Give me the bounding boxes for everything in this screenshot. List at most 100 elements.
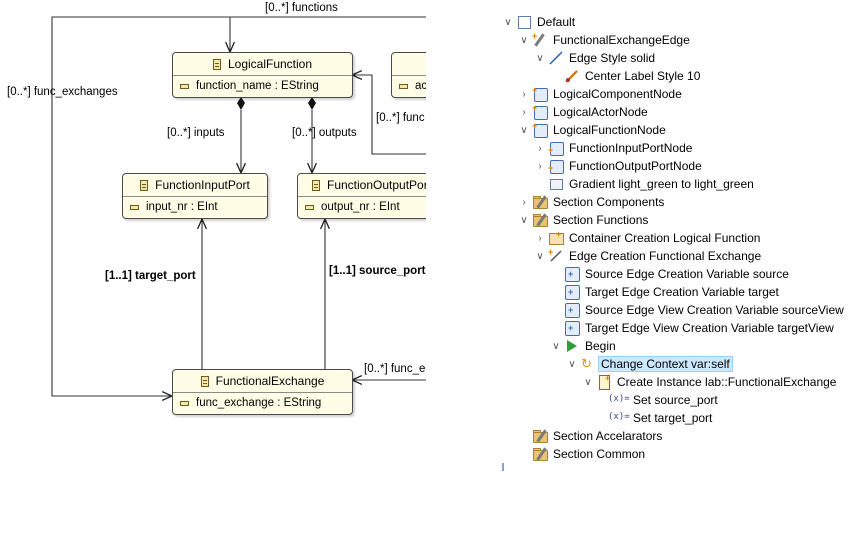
tree-item-source-edge-view-creation-variable[interactable]: + Source Edge View Creation Variable sou… bbox=[564, 301, 846, 319]
functions-label[interactable]: [0..*] functions bbox=[265, 2, 338, 14]
functions-edge bbox=[230, 16, 426, 52]
eattribute-icon bbox=[305, 204, 314, 210]
eattribute-icon bbox=[180, 83, 189, 89]
class-header: LogicalFunction bbox=[173, 53, 352, 76]
source-port-label[interactable]: [1..1] source_port bbox=[329, 265, 426, 277]
chevron-down-icon[interactable]: ∨ bbox=[520, 124, 528, 136]
chevron-down-icon[interactable]: ∨ bbox=[568, 358, 576, 370]
tree-item-function-output-port-node[interactable]: › + FunctionOutputPortNode bbox=[532, 157, 704, 175]
play-icon bbox=[564, 338, 580, 354]
tree-item-label: LogicalActorNode bbox=[553, 105, 648, 119]
chevron-down-icon[interactable]: ∨ bbox=[552, 340, 560, 352]
tree-item-target-edge-creation-variable[interactable]: + Target Edge Creation Variable target bbox=[564, 283, 781, 301]
tree-item-logical-function-node[interactable]: ∨ + LogicalFunctionNode bbox=[516, 121, 668, 139]
tree-item-target-edge-view-creation-variable[interactable]: + Target Edge View Creation Variable tar… bbox=[564, 319, 836, 337]
tree-item-section-functions[interactable]: ∨ Section Functions bbox=[516, 211, 650, 229]
logical-function-class[interactable]: LogicalFunction function_name : EString bbox=[172, 52, 353, 98]
variable-icon: + bbox=[564, 266, 580, 282]
functional-exchange-class[interactable]: FunctionalExchange func_exchange : EStri… bbox=[172, 369, 353, 415]
node-mapping-icon: + bbox=[532, 86, 548, 102]
chevron-down-icon[interactable]: ∨ bbox=[584, 376, 592, 388]
inputs-label[interactable]: [0..*] inputs bbox=[167, 127, 225, 139]
tree-item-logical-actor-node[interactable]: › + LogicalActorNode bbox=[516, 103, 650, 121]
function-input-port-class[interactable]: FunctionInputPort input_nr : EInt bbox=[122, 173, 268, 219]
class-attribute[interactable]: input_nr : EInt bbox=[123, 197, 267, 217]
tree-item-label: FunctionOutputPortNode bbox=[569, 159, 702, 173]
tree-item-label: Edge Creation Functional Exchange bbox=[569, 249, 762, 263]
tree-item-logical-component-node[interactable]: › + LogicalComponentNode bbox=[516, 85, 684, 103]
tree-item-edge-style-solid[interactable]: ∨ Edge Style solid bbox=[532, 49, 657, 67]
chevron-right-icon[interactable]: › bbox=[538, 142, 542, 154]
chevron-down-icon[interactable]: ∨ bbox=[536, 52, 544, 64]
function-output-port-class[interactable]: FunctionOutputPort output_nr : EInt bbox=[297, 173, 426, 219]
chevron-right-icon[interactable]: › bbox=[522, 88, 526, 100]
tree-item-label: FunctionInputPortNode bbox=[569, 141, 693, 155]
gradient-style-icon bbox=[548, 176, 564, 192]
tree-item-functional-exchange-edge[interactable]: ∨ + FunctionalExchangeEdge bbox=[516, 31, 692, 49]
class-header: FunctionalExchange bbox=[173, 370, 352, 393]
tree-item-create-instance[interactable]: ∨ + Create Instance lab::FunctionalExcha… bbox=[580, 373, 838, 391]
tree-item-label: FunctionalExchangeEdge bbox=[553, 33, 690, 47]
tree-item-section-components[interactable]: › Section Components bbox=[516, 193, 666, 211]
chevron-down-icon[interactable]: ∨ bbox=[504, 16, 512, 28]
chevron-right-icon[interactable]: › bbox=[538, 232, 542, 244]
edge-creation-icon: + bbox=[548, 248, 564, 264]
tree-item-center-label-style[interactable]: Center Label Style 10 bbox=[564, 67, 702, 85]
tree-item-default[interactable]: ∨ Default bbox=[500, 13, 577, 31]
bordered-node-icon: + bbox=[548, 158, 564, 174]
attribute-text: output_nr : EInt bbox=[321, 201, 400, 213]
bordered-node-icon: + bbox=[548, 140, 564, 156]
func-right-edge bbox=[352, 75, 426, 155]
class-attribute[interactable]: ac bbox=[392, 76, 426, 96]
inputs-composition-diamond bbox=[237, 97, 245, 110]
tree-item-set-target-port[interactable]: (x)= Set target_port bbox=[608, 409, 714, 427]
diagram-edges bbox=[51, 16, 426, 470]
layer-icon bbox=[516, 14, 532, 30]
tree-guide-line bbox=[502, 463, 504, 471]
tool-section-icon bbox=[532, 428, 548, 444]
node-mapping-icon: + bbox=[532, 104, 548, 120]
func-e-label[interactable]: [0..*] func_e bbox=[364, 363, 426, 375]
tool-section-icon bbox=[532, 194, 548, 210]
tree-item-source-edge-creation-variable[interactable]: + Source Edge Creation Variable source bbox=[564, 265, 791, 283]
func-right-label[interactable]: [0..*] func bbox=[376, 112, 425, 124]
outputs-label[interactable]: [0..*] outputs bbox=[292, 127, 357, 139]
eclass-icon bbox=[312, 179, 320, 191]
chevron-right-icon[interactable]: › bbox=[522, 106, 526, 118]
chevron-down-icon[interactable]: ∨ bbox=[520, 214, 528, 226]
tree-item-container-creation[interactable]: › + Container Creation Logical Function bbox=[532, 229, 762, 247]
partial-class[interactable]: ac bbox=[391, 52, 426, 98]
tree-item-edge-creation[interactable]: ∨ + Edge Creation Functional Exchange bbox=[532, 247, 763, 265]
eattribute-icon bbox=[180, 400, 189, 406]
chevron-right-icon[interactable]: › bbox=[522, 196, 526, 208]
target-port-label[interactable]: [1..1] target_port bbox=[105, 270, 196, 282]
class-name: FunctionInputPort bbox=[155, 178, 250, 192]
edge-style-icon bbox=[548, 50, 564, 66]
class-attribute[interactable]: function_name : EString bbox=[173, 76, 352, 96]
eclass-icon bbox=[200, 375, 209, 387]
chevron-right-icon[interactable]: › bbox=[538, 160, 542, 172]
func-exchanges-label[interactable]: [0..*] func_exchanges bbox=[7, 86, 118, 98]
eattribute-icon bbox=[130, 204, 139, 210]
tree-item-set-source-port[interactable]: (x)= Set source_port bbox=[608, 391, 720, 409]
chevron-down-icon[interactable]: ∨ bbox=[520, 34, 528, 46]
class-attribute[interactable]: func_exchange : EString bbox=[173, 393, 352, 413]
class-attribute[interactable]: output_nr : EInt bbox=[298, 197, 426, 217]
func-exchanges-edge bbox=[51, 16, 230, 396]
tree-item-label: Set target_port bbox=[633, 411, 713, 425]
tree-item-label: Set source_port bbox=[633, 393, 718, 407]
chevron-spacer bbox=[516, 445, 532, 463]
class-header: FunctionInputPort bbox=[123, 174, 267, 197]
outputs-composition-diamond bbox=[308, 97, 316, 110]
tree-item-section-common[interactable]: Section Common bbox=[516, 445, 647, 463]
set-value-icon: (x)= bbox=[608, 410, 630, 426]
chevron-down-icon[interactable]: ∨ bbox=[536, 250, 544, 262]
tree-item-change-context[interactable]: ∨ ↻ Change Context var:self bbox=[564, 355, 733, 373]
tree-item-section-accelerators[interactable]: Section Accelarators bbox=[516, 427, 664, 445]
tree-item-function-input-port-node[interactable]: › + FunctionInputPortNode bbox=[532, 139, 694, 157]
class-header: FunctionOutputPort bbox=[298, 174, 426, 197]
attribute-text: function_name : EString bbox=[196, 80, 319, 92]
tree-item-begin[interactable]: ∨ Begin bbox=[548, 337, 618, 355]
tree-item-gradient[interactable]: Gradient light_green to light_green bbox=[548, 175, 756, 193]
tree-item-label: Section Functions bbox=[553, 213, 649, 227]
